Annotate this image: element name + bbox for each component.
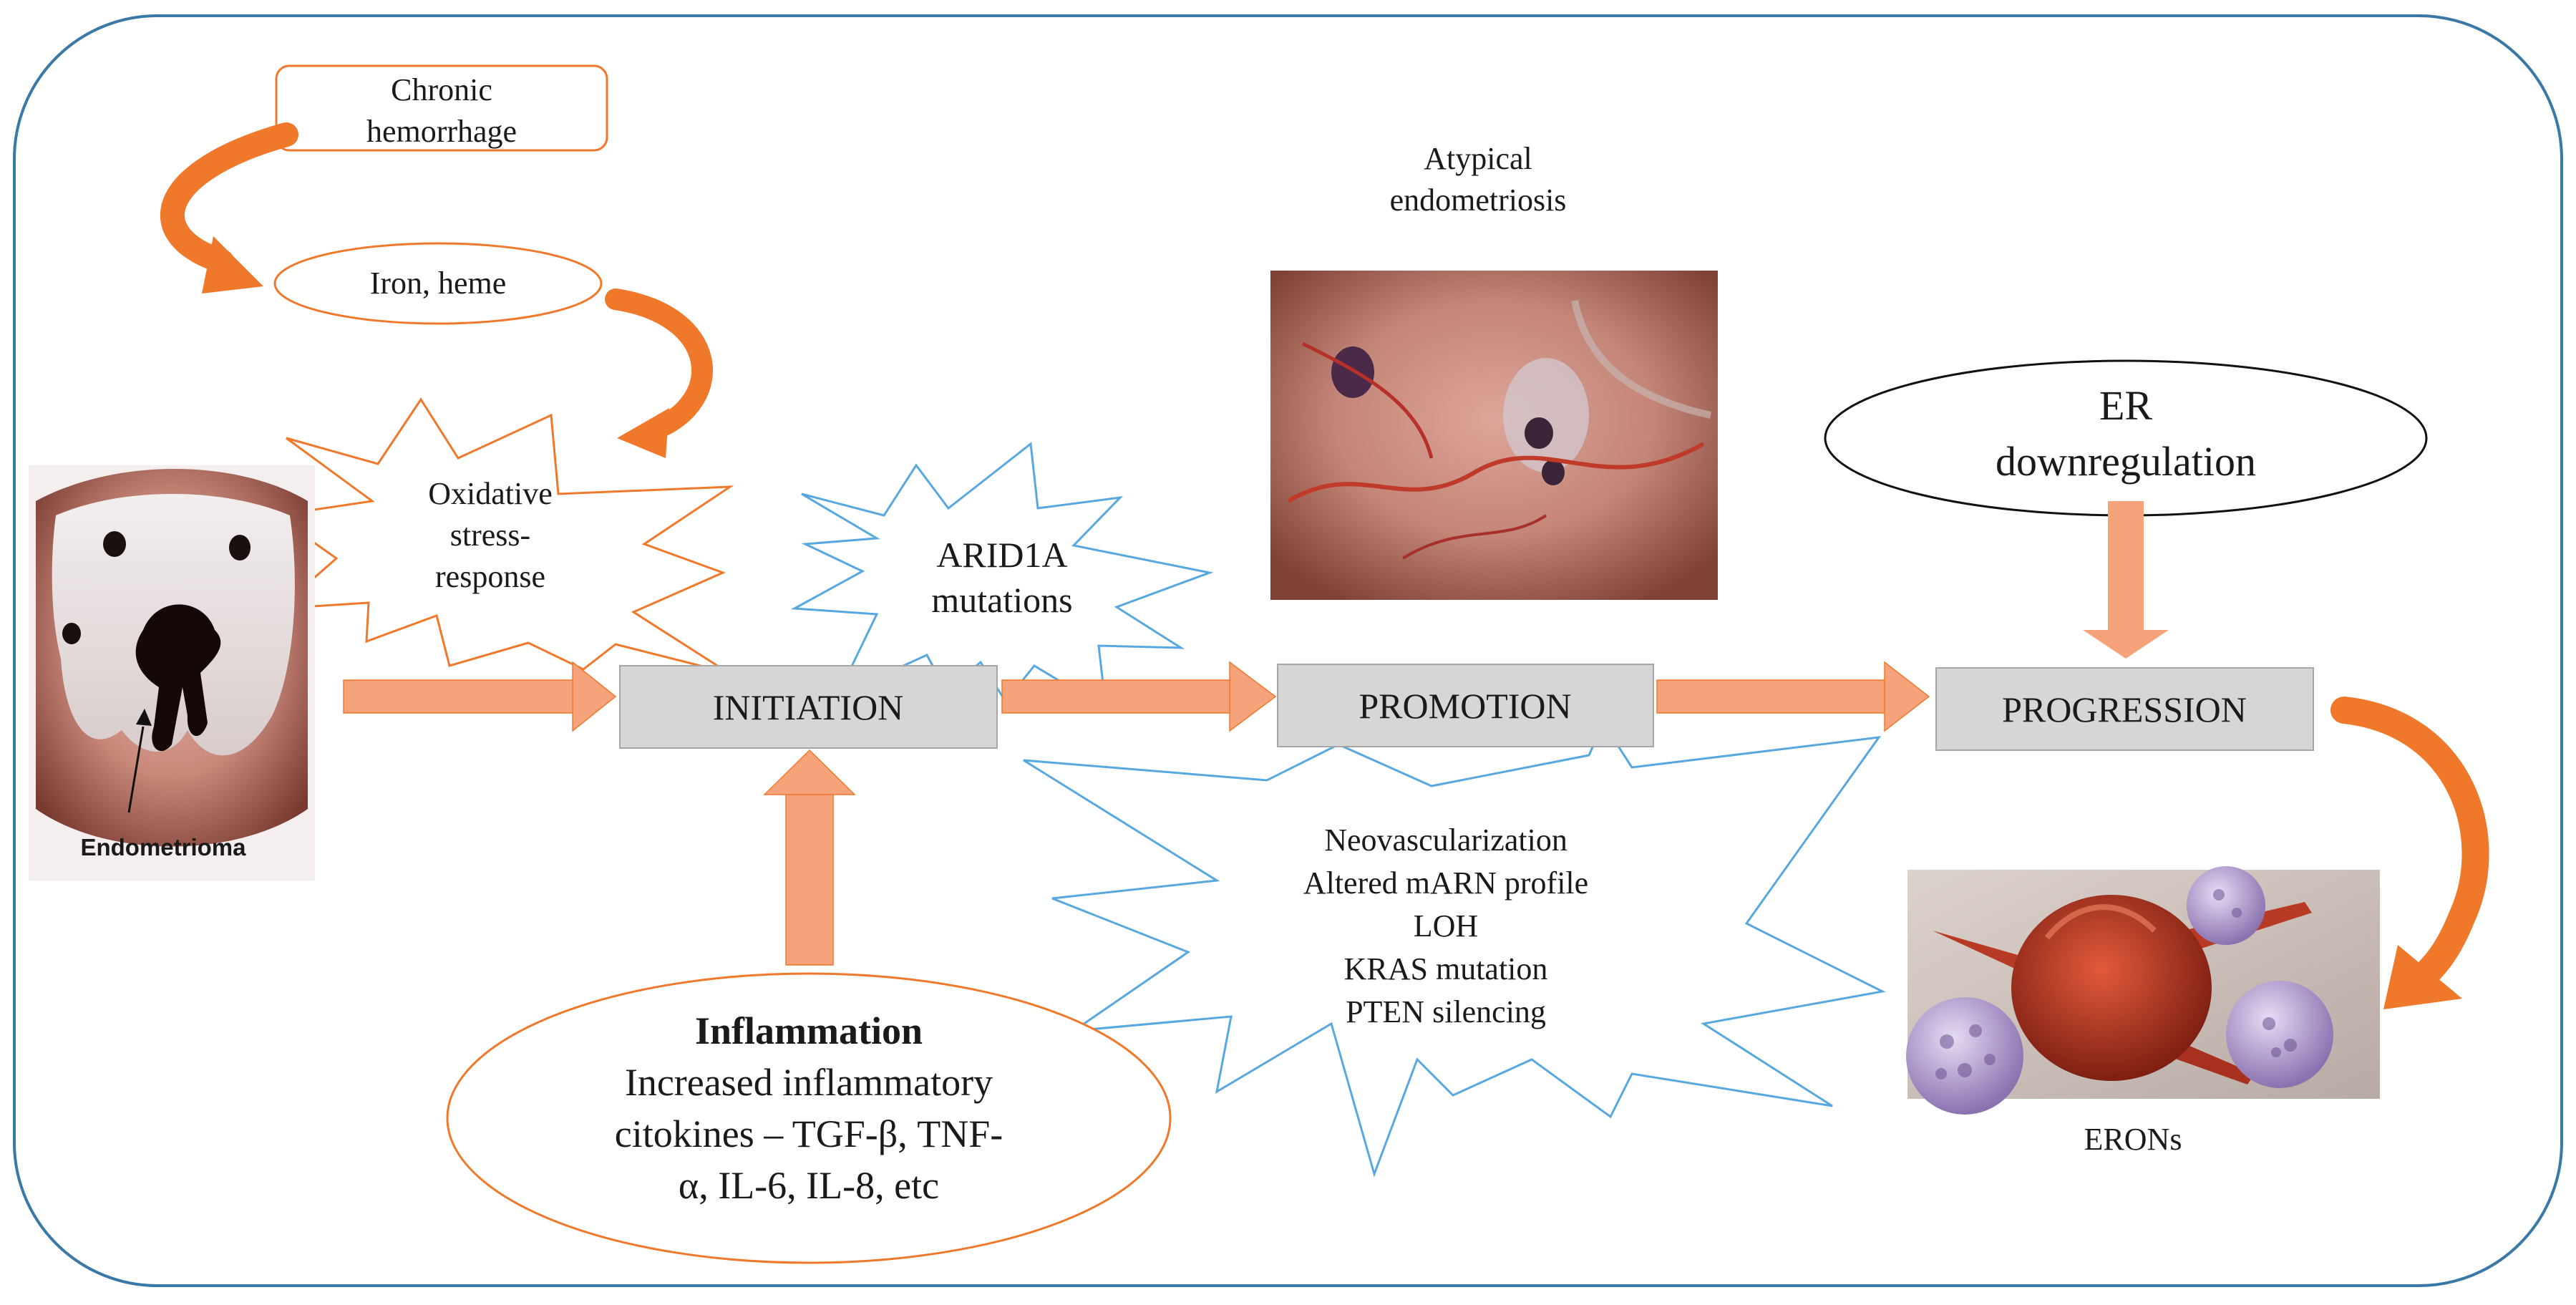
endometrioma-illustration: Endometrioma — [29, 465, 315, 880]
endometrioma-label: Endometrioma — [80, 834, 246, 860]
progression-box: PROGRESSION — [1935, 667, 2314, 751]
arrow-er-to-progression — [2083, 501, 2169, 659]
endometrioma-pointer-arrow — [127, 726, 145, 813]
oxidative-line1: Oxidative — [428, 476, 553, 511]
inflammation-line2: citokines – TGF-β, TNF- — [615, 1112, 1003, 1155]
atypical-line2: endometriosis — [1390, 183, 1567, 218]
erons-label: ERONs — [2084, 1122, 2182, 1157]
promotion-box: PROMOTION — [1277, 664, 1654, 747]
arrow-promotion-to-progression — [1656, 661, 1930, 732]
promotion-factor-5: PTEN silencing — [1346, 994, 1546, 1029]
arid1a-mutations-burst: ARID1A mutations — [790, 442, 1214, 711]
promotion-factors-burst: Neovascularization Altered mARN profile … — [1023, 720, 1886, 1178]
er-downregulation-ellipse: ER downregulation — [1824, 359, 2428, 517]
promotion-label: PROMOTION — [1359, 686, 1571, 726]
arrow-endometrioma-to-initiation — [343, 661, 617, 732]
oxidative-line3: response — [435, 559, 545, 594]
arid1a-line1: ARID1A — [936, 535, 1067, 575]
curved-arrow-hemorrhage-to-iron — [160, 122, 298, 293]
oxidative-line2: stress- — [450, 518, 530, 553]
arrow-inflammation-to-initiation — [763, 749, 856, 966]
atypical-line1: Atypical — [1424, 141, 1532, 176]
chronic-hemorrhage-line1: Chronic — [391, 72, 492, 107]
promotion-factor-3: LOH — [1414, 908, 1478, 943]
er-line2: downregulation — [1996, 438, 2256, 485]
erons-tumor-cells-illustration — [1906, 866, 2380, 1115]
curved-arrow-iron-to-oxidative — [605, 288, 713, 458]
promotion-factor-1: Neovascularization — [1324, 823, 1568, 858]
curved-arrow-progression-to-erons — [2330, 697, 2489, 1009]
inflammation-line1: Increased inflammatory — [625, 1061, 993, 1104]
progression-label: PROGRESSION — [2002, 689, 2247, 729]
er-line1: ER — [2099, 382, 2152, 429]
atypical-endometriosis-photo — [1270, 271, 1718, 600]
promotion-factor-4: KRAS mutation — [1344, 951, 1548, 986]
arid1a-line2: mutations — [931, 580, 1072, 620]
oxidative-stress-burst: Oxidative stress- response — [273, 397, 734, 674]
iron-heme-label: Iron, heme — [370, 266, 507, 301]
chronic-hemorrhage-box: Chronic hemorrhage — [275, 64, 608, 152]
inflammation-title: Inflammation — [695, 1009, 923, 1052]
initiation-label: INITIATION — [713, 687, 904, 727]
iron-heme-ellipse: Iron, heme — [273, 242, 603, 325]
initiation-box: INITIATION — [619, 665, 998, 749]
inflammation-line3: α, IL-6, IL-8, etc — [679, 1164, 939, 1207]
chronic-hemorrhage-line2: hemorrhage — [366, 114, 517, 149]
promotion-factor-2: Altered mARN profile — [1303, 865, 1588, 901]
arrow-initiation-to-promotion — [1001, 661, 1277, 732]
inflammation-ellipse: Inflammation Increased inflammatory cito… — [446, 972, 1172, 1264]
